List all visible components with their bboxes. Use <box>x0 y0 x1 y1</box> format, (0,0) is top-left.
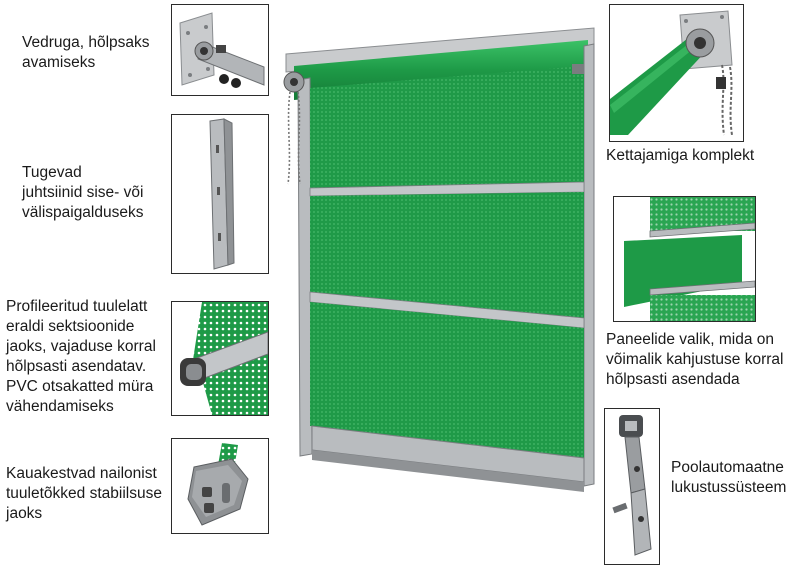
guide-rail-icon <box>209 118 235 270</box>
nylon-label: Kauakestvad nailonist tuuletõkked stabii… <box>6 465 162 522</box>
roll-door-icon <box>283 27 595 492</box>
chain-drive-thumbnail <box>609 4 744 142</box>
chain-drive-icon <box>610 10 733 136</box>
nylon-wind-lock-icon <box>187 443 249 526</box>
roll-door-illustration <box>272 22 602 500</box>
lock-mechanism-thumbnail <box>604 408 660 565</box>
spring-bracket-thumbnail <box>171 4 269 96</box>
spring-label: Vedruga, hõlpsaks avamiseks <box>22 34 150 71</box>
lock-mechanism-icon <box>612 415 652 556</box>
lock-label: Poolautomaatne lukustussüsteem <box>671 459 787 496</box>
panels-label: Paneelide valik, mida on võimalik kahjus… <box>606 331 784 388</box>
chain-label: Kettajamiga komplekt <box>606 147 755 164</box>
wind-bar-thumbnail <box>171 301 269 416</box>
wind-bar-icon <box>180 302 268 415</box>
panel-set-thumbnail <box>613 196 756 322</box>
guide-rail-thumbnail <box>171 114 269 274</box>
panel-set-icon <box>624 197 755 321</box>
windbar-label: Profileeritud tuulelatt eraldi sektsioon… <box>6 298 156 415</box>
guides-label: Tugevad juhtsiinid sise- või välispaigal… <box>22 164 144 221</box>
spring-bracket-icon <box>179 12 265 88</box>
nylon-wind-lock-thumbnail <box>171 438 269 534</box>
